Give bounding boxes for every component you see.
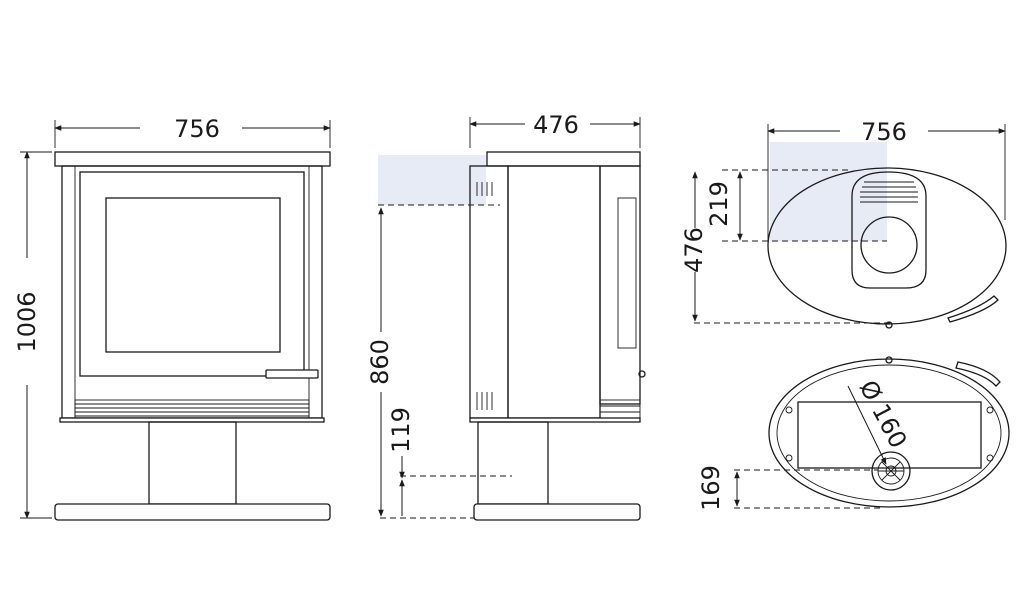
front-view: 756 1006: [13, 115, 331, 521]
bottom-diameter-label: Ø 160: [854, 376, 913, 453]
front-door-handle: [265, 369, 319, 379]
flue-position-highlight: [770, 142, 887, 241]
front-width-label: 756: [174, 115, 220, 143]
bottom-diameter-leader: [847, 385, 887, 465]
side-front-panel: [599, 165, 641, 405]
top-oval-body: [767, 167, 1007, 325]
bottom-offset-169-label: 169: [697, 465, 725, 511]
front-base-plate: [54, 503, 331, 521]
side-air-knob: [638, 370, 646, 378]
front-door: [79, 171, 305, 377]
side-lower-vents: [476, 392, 493, 410]
side-height-119-label: 119: [387, 407, 415, 453]
bottom-oval-body: [768, 358, 1010, 508]
bottom-base-plate-outline: [797, 401, 982, 469]
side-pedestal: [477, 421, 549, 505]
top-depth-label: 476: [680, 227, 708, 273]
top-vent-slots: [860, 181, 918, 203]
top-door-handle: [947, 295, 999, 323]
side-depth-label: 476: [533, 111, 579, 139]
top-view: 756 219 476: [680, 118, 1007, 329]
bottom-view: Ø 160 169: [697, 356, 1010, 511]
front-pedestal: [148, 421, 237, 505]
bottom-door-handle: [955, 361, 1001, 387]
front-air-grille: [74, 399, 310, 419]
top-offset-219-label: 219: [705, 181, 733, 227]
flue-outlet-highlight: [378, 155, 486, 205]
side-base-plate: [473, 503, 641, 521]
front-height-label: 1006: [13, 291, 41, 352]
top-flue-opening: [860, 216, 918, 274]
top-width-label: 756: [861, 118, 907, 146]
side-upper-vents: [476, 182, 493, 196]
side-view: 476 860 119: [366, 111, 646, 521]
side-body-panel: [507, 165, 601, 419]
side-height-860-label: 860: [366, 339, 394, 385]
front-body: [61, 165, 323, 419]
front-glass-window: [105, 197, 281, 353]
front-top-plate: [54, 151, 331, 167]
side-top-plate: [486, 151, 641, 167]
bottom-flue-outlet: [871, 451, 911, 491]
top-flue-cover: [851, 171, 927, 289]
